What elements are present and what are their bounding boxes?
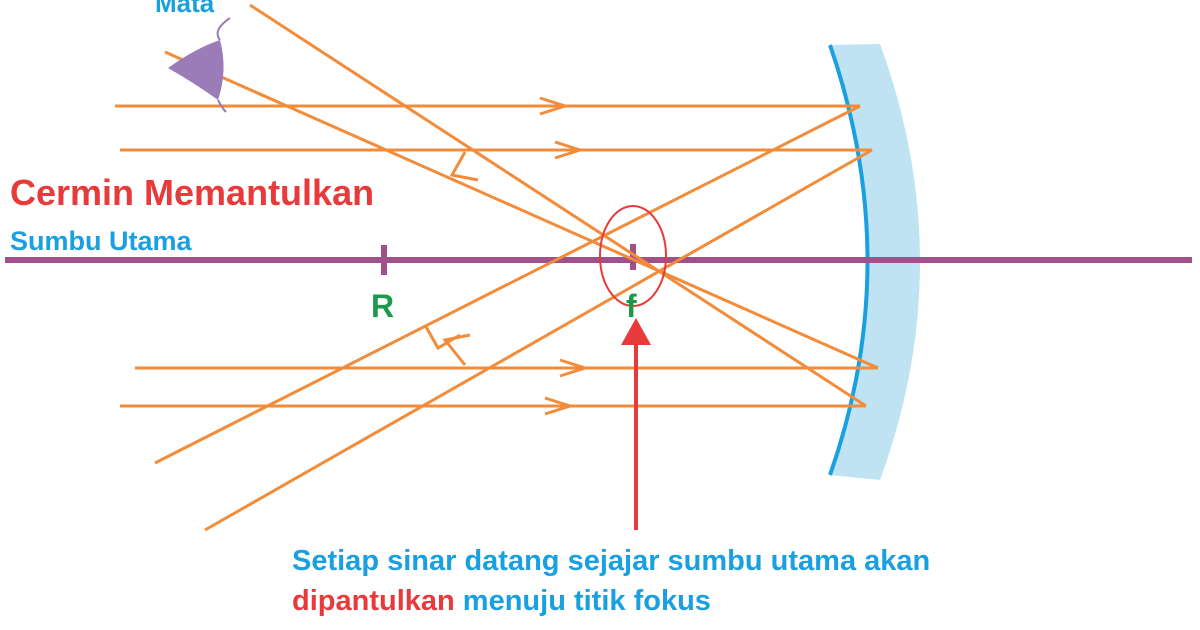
focus-pointer-arrowhead [621,318,651,345]
ray-arrowhead [423,324,461,351]
caption-rest: menuju titik fokus [455,585,711,617]
caption-line-1: Setiap sinar datang sejajar sumbu utama … [292,545,930,577]
caption-highlight: dipantulkan [292,585,455,617]
reflected-ray-1 [154,104,861,465]
reflected-ray-2 [204,148,873,532]
principal-axis-label: Sumbu Utama [10,226,193,256]
reflected-ray-4 [249,3,867,408]
focus-highlight-circle [599,205,667,307]
focus-point-label: f [626,288,637,324]
ray-arrowhead [554,140,585,160]
eye-label: Mata [155,0,215,18]
eye-icon [168,17,231,113]
mirror-reflects-label: Cermin Memantulkan [10,172,374,213]
caption-line-2: dipantulkan menuju titik fokus [292,585,711,617]
radius-point-label: R [371,288,394,324]
ray-arrowhead [449,151,479,182]
ray-arrowhead [442,333,471,366]
ray-arrowhead [544,396,575,416]
reflected-ray-3 [164,50,879,370]
light-rays [115,3,879,532]
ray-arrowhead [559,358,590,378]
ray-arrowhead [539,96,570,116]
